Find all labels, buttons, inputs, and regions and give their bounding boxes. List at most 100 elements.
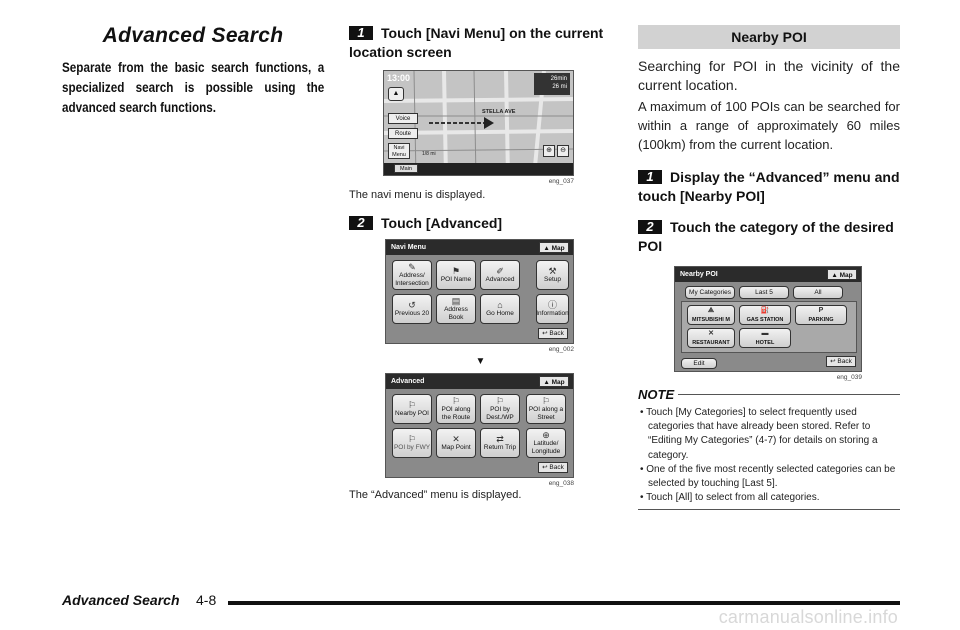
screen-title: Navi Menu <box>391 244 427 251</box>
compass-icon[interactable]: ▲ <box>388 87 404 101</box>
step-number: 2 <box>349 216 373 230</box>
poi-along-route-button[interactable]: ⚐POI along the Route <box>436 394 476 424</box>
screen-title: Nearby POI <box>680 271 718 278</box>
image-id: eng_002 <box>548 346 574 353</box>
tab-all[interactable]: All <box>793 286 843 299</box>
return-trip-button[interactable]: ⇄Return Trip <box>480 428 520 458</box>
step-number: 1 <box>638 170 662 184</box>
step-text: Display the “Advanced” menu and touch [N… <box>638 169 900 204</box>
eta-time: 26min <box>550 76 567 82</box>
map-point-icon: ✕ <box>452 434 460 444</box>
zoom-in-icon[interactable]: ⊕ <box>543 145 555 157</box>
main-button[interactable]: Main <box>394 164 418 173</box>
nearby-icon: ⚐ <box>407 400 417 410</box>
column-left: Advanced Search Separate from the basic … <box>62 0 324 118</box>
note-label: NOTE <box>638 387 675 402</box>
history-icon: ↺ <box>408 300 416 310</box>
poi-by-dest-button[interactable]: ⚐POI by Dest./WP <box>480 394 520 424</box>
advanced-button[interactable]: ✐Advanced <box>480 260 520 290</box>
dest-icon: ⚐ <box>495 396 505 406</box>
step-number: 2 <box>638 220 662 234</box>
street-icon: ⚐ <box>541 396 551 406</box>
category-restaurant[interactable]: ✕RESTAURANT <box>687 328 735 348</box>
navi-menu-button[interactable]: Navi Menu <box>388 143 410 159</box>
step-text: Touch [Advanced] <box>381 215 503 231</box>
street-name: STELLA AVE <box>482 109 516 115</box>
footer-rule <box>228 601 900 605</box>
nearby-poi-button[interactable]: ⚐Nearby POI <box>392 394 432 424</box>
eta-distance: 26 mi <box>552 84 567 90</box>
image-id: eng_037 <box>548 178 574 185</box>
intro-text: Separate from the basic search functions… <box>62 60 325 115</box>
step-number: 1 <box>349 26 373 40</box>
note-header: NOTE <box>638 387 900 402</box>
map-point-button[interactable]: ✕Map Point <box>436 428 476 458</box>
caption: The navi menu is displayed. <box>349 189 486 201</box>
eta-box: 26min 26 mi <box>534 73 570 95</box>
footer-section-label: Advanced Search <box>62 592 180 608</box>
column-right: Nearby POI Searching for POI in the vici… <box>638 0 900 511</box>
latitude-longitude-button[interactable]: ⊕Latitude/ Longitude <box>526 428 566 458</box>
map-button[interactable]: ▲ Map <box>539 242 569 253</box>
return-icon: ⇄ <box>496 434 504 444</box>
watermark: carmanualsonline.info <box>718 607 898 627</box>
paragraph: A maximum of 100 POIs can be searched fo… <box>638 99 900 152</box>
note-list: • Touch [My Categories] to select freque… <box>638 406 900 505</box>
image-id: eng_039 <box>836 374 862 381</box>
edit-button[interactable]: Edit <box>681 358 717 369</box>
poi-icon: ⚑ <box>451 266 461 276</box>
wrench-icon: ⚒ <box>548 266 557 276</box>
map-button[interactable]: ▲ Map <box>827 269 857 280</box>
step-2: 2 Touch [Advanced] <box>349 214 612 233</box>
map-scale: 1/8 mi <box>422 151 436 157</box>
caption: The “Advanced” menu is displayed. <box>349 489 522 501</box>
paragraph: Searching for POI in the vicinity of the… <box>638 58 900 93</box>
address-icon: ✎ <box>408 262 416 272</box>
globe-icon: ⊕ <box>542 430 550 440</box>
map-button[interactable]: ▲ Map <box>539 376 569 387</box>
back-button[interactable]: ↩ Back <box>538 328 568 339</box>
back-button[interactable]: ↩ Back <box>826 356 856 367</box>
section-bar: Nearby POI <box>638 25 900 49</box>
category-mitsubishi[interactable]: ⟁MITSUBISHI M <box>687 305 735 325</box>
address-book-button[interactable]: ▤Address Book <box>436 294 476 324</box>
previous-20-button[interactable]: ↺Previous 20 <box>392 294 432 324</box>
setup-button[interactable]: ⚒Setup <box>536 260 569 290</box>
category-gas-station[interactable]: ⛽GAS STATION <box>739 305 791 325</box>
step-text: Touch the category of the desired POI <box>638 219 894 254</box>
page-number: 4-8 <box>196 592 217 608</box>
note-item: • One of the five most recently selected… <box>640 463 896 490</box>
route-button[interactable]: Route <box>388 128 418 139</box>
divider <box>638 509 900 511</box>
route-icon: ⚐ <box>451 396 461 406</box>
advanced-menu-screenshot: Advanced▲ Map ⚐Nearby POI ⚐POI along the… <box>385 373 574 478</box>
clock-time: 13:00 <box>387 73 411 83</box>
poi-by-fwy-button[interactable]: ⚐POI by FWY <box>392 428 432 458</box>
home-icon: ⌂ <box>497 300 503 310</box>
restaurant-icon: ✕ <box>708 330 714 337</box>
zoom-out-icon[interactable]: ⊖ <box>557 145 569 157</box>
back-button[interactable]: ↩ Back <box>538 462 568 473</box>
tab-last-5[interactable]: Last 5 <box>739 286 789 299</box>
address-intersection-button[interactable]: ✎Address/ Intersection <box>392 260 432 290</box>
image-id: eng_038 <box>548 480 574 487</box>
category-hotel[interactable]: ▬HOTEL <box>739 328 791 348</box>
arrow-down-icon: ▼ <box>475 356 486 367</box>
parking-icon: P <box>818 307 824 314</box>
map-status-bar <box>384 163 573 175</box>
poi-along-street-button[interactable]: ⚐POI along a Street <box>526 394 566 424</box>
voice-button[interactable]: Voice <box>388 113 418 124</box>
mitsubishi-icon: ⟁ <box>707 307 715 314</box>
bed-icon: ▬ <box>761 330 769 337</box>
tab-my-categories[interactable]: My Categories <box>685 286 735 299</box>
poi-name-button[interactable]: ⚑POI Name <box>436 260 476 290</box>
step-text: Touch [Navi Menu] on the current locatio… <box>349 25 604 60</box>
nearby-poi-screenshot: Nearby POI ▲ Map My Categories Last 5 All… <box>674 266 862 372</box>
divider <box>678 394 900 395</box>
note-item: • Touch [All] to select from all categor… <box>640 492 820 504</box>
go-home-button[interactable]: ⌂Go Home <box>480 294 520 324</box>
book-icon: ▤ <box>451 296 461 306</box>
